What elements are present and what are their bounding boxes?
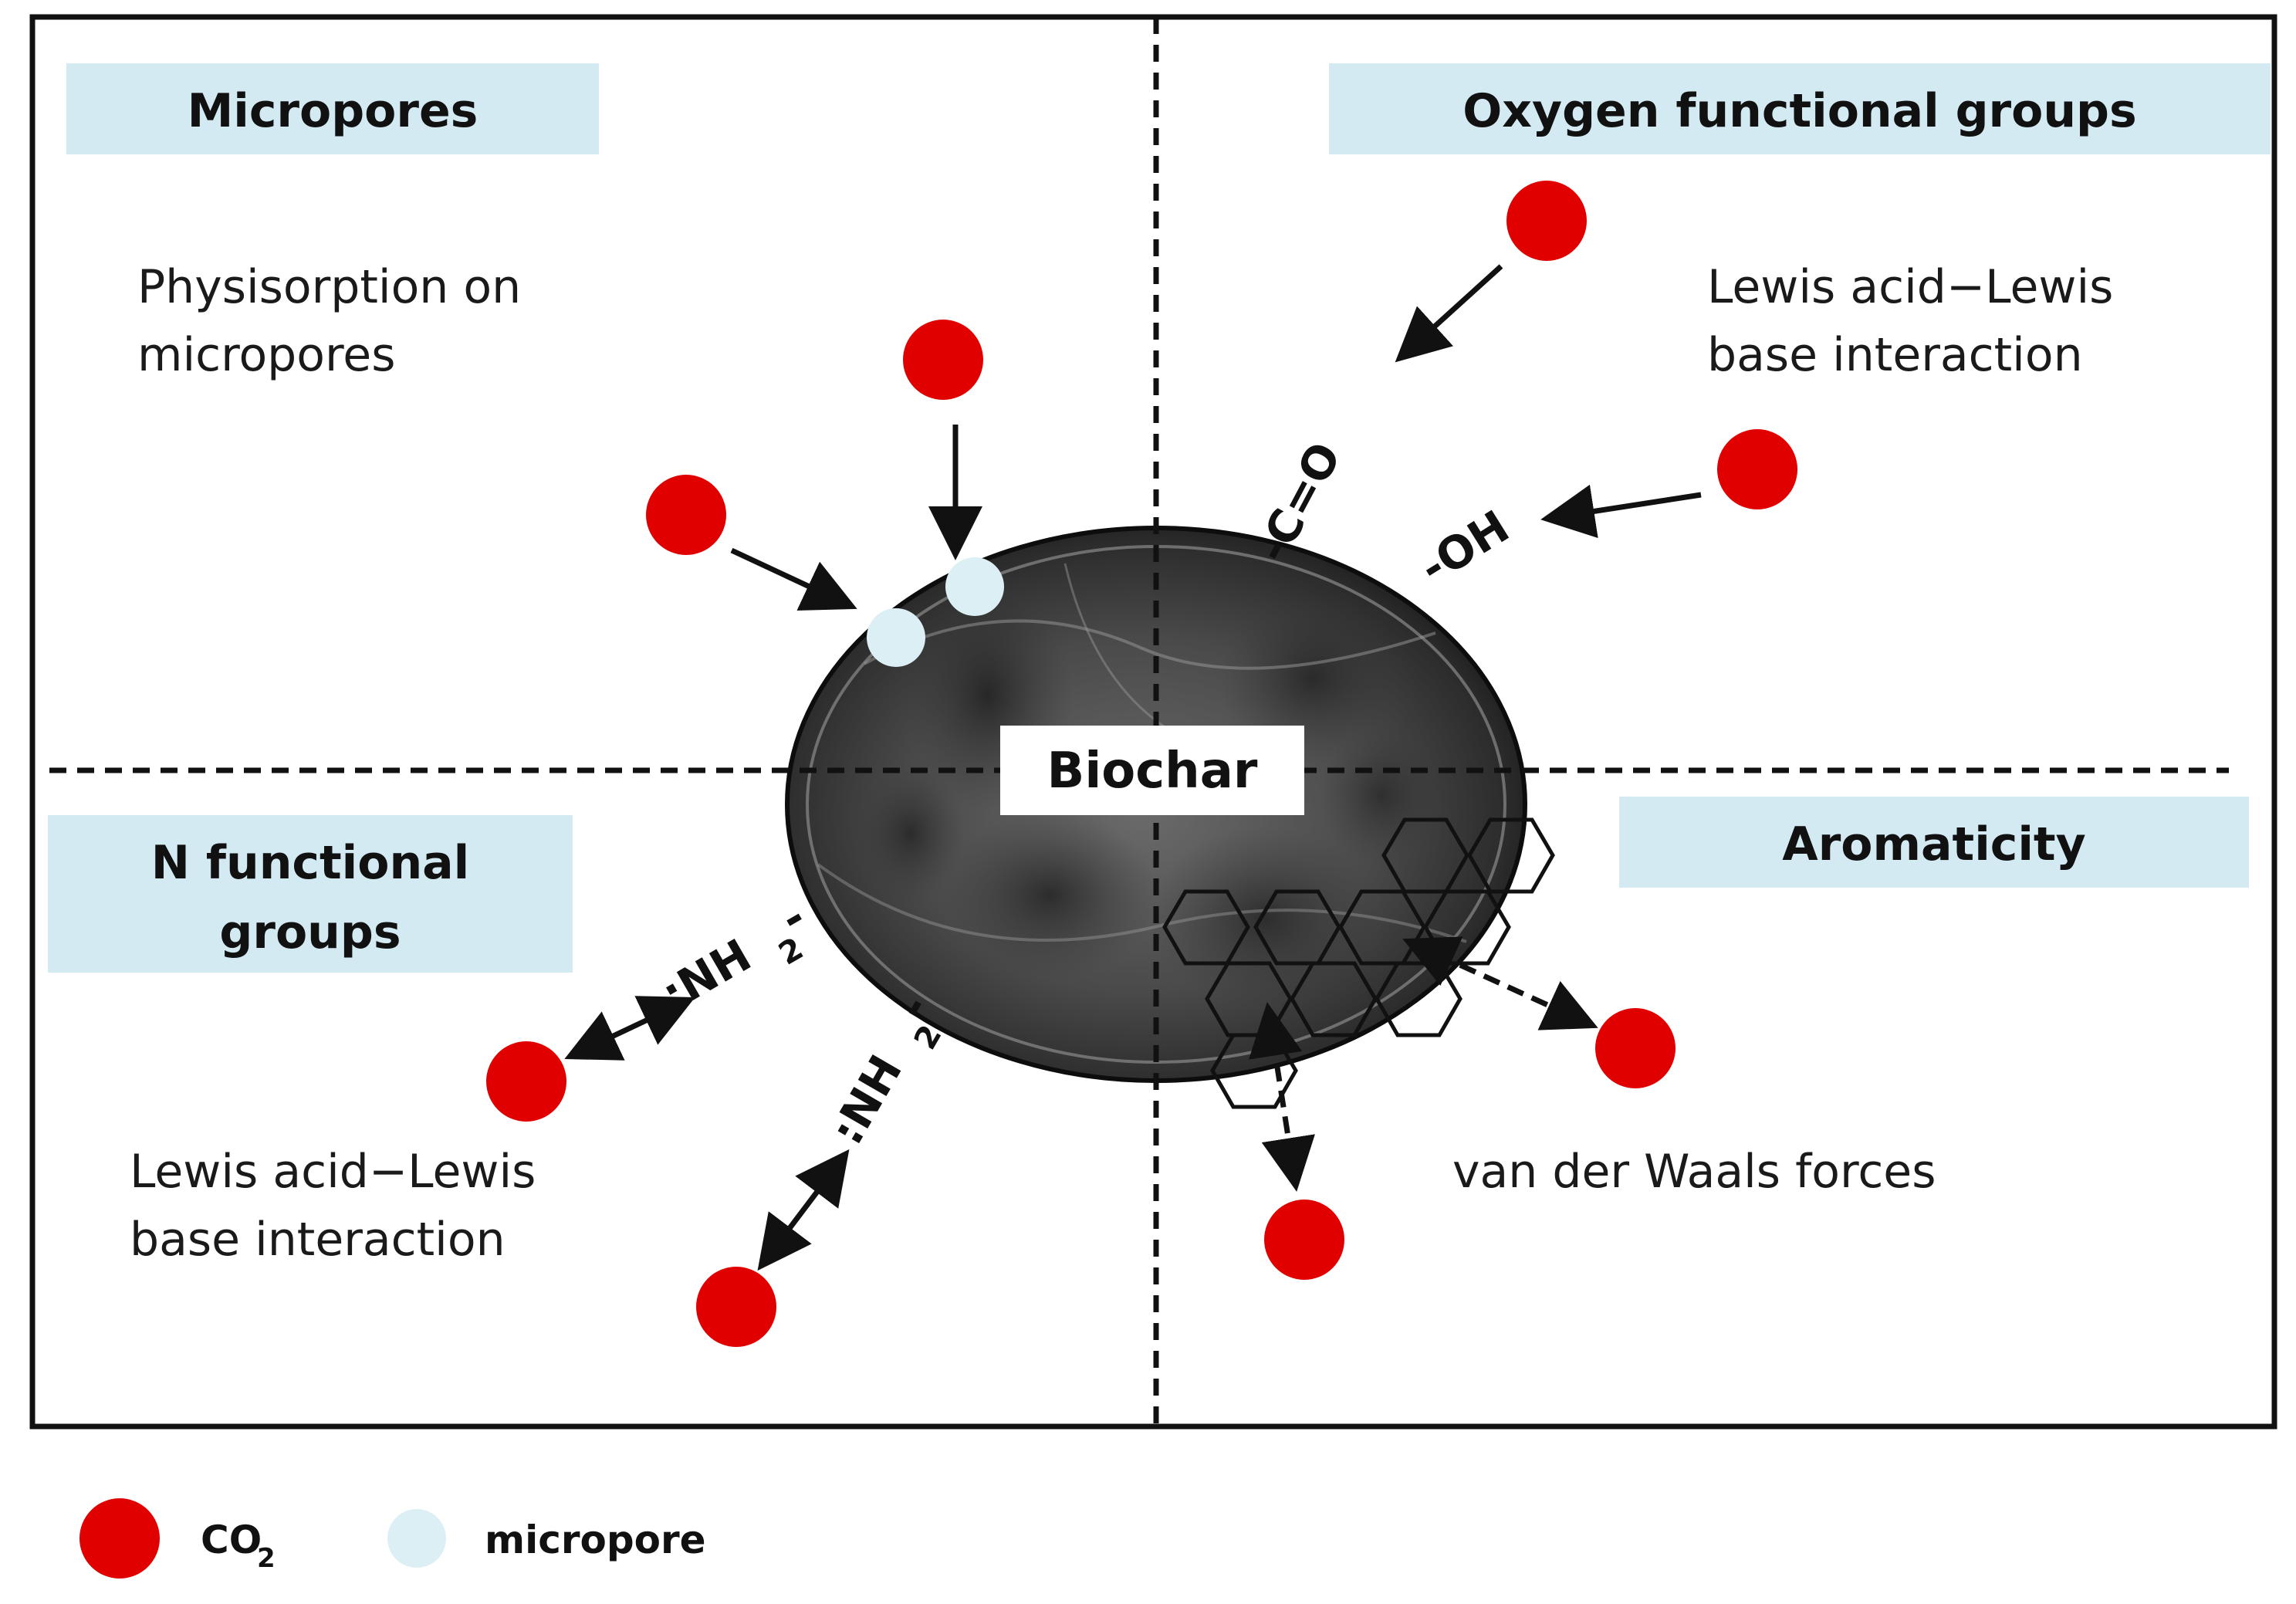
oxygen-header: Oxygen functional groups <box>1462 84 2136 138</box>
legend-micropore-swatch <box>387 1509 446 1568</box>
nitrogen-desc-line1: Lewis acid−Lewis <box>130 1145 536 1199</box>
arrow-co2-to-carbonyl <box>1395 264 1503 363</box>
aromaticity-header: Aromaticity <box>1782 817 2085 871</box>
legend: CO 2 micropore <box>79 1498 706 1579</box>
legend-co2-label: CO <box>201 1518 262 1562</box>
legend-co2-subscript: 2 <box>257 1543 276 1574</box>
arrow-co2-to-hydroxyl <box>1540 484 1702 539</box>
co2-molecule <box>486 1041 566 1122</box>
micropores-desc-line2: micropores <box>137 328 395 382</box>
co2-molecule <box>1717 429 1797 509</box>
oxygen-desc-line2: base interaction <box>1707 328 2083 382</box>
co2-molecule <box>1595 1008 1676 1088</box>
oxygen-header-box <box>1329 63 2271 154</box>
legend-micropore-label: micropore <box>485 1518 706 1562</box>
co2-molecule <box>1506 181 1587 261</box>
co2-molecule <box>1264 1200 1344 1280</box>
aromaticity-desc: van der Waals forces <box>1452 1145 1936 1199</box>
arrow-co2-amine-1 <box>564 996 695 1061</box>
micropore-1 <box>945 557 1004 616</box>
nitrogen-desc-line2: base interaction <box>130 1213 506 1267</box>
micropores-desc-line1: Physisorption on <box>137 260 521 314</box>
nitrogen-header-line1: N functional <box>151 836 469 890</box>
arrow-co2-aromatic-2 <box>1249 1002 1315 1192</box>
co2-molecule <box>903 320 983 400</box>
aromaticity-header-box <box>1619 797 2249 888</box>
co2-molecule <box>646 475 726 555</box>
nitrogen-header-box <box>48 815 573 973</box>
micropores-header: Micropores <box>188 84 478 138</box>
co2-molecule <box>696 1267 776 1347</box>
oxygen-desc-line1: Lewis acid−Lewis <box>1707 260 2113 314</box>
micropores-header-box <box>66 63 599 154</box>
nitrogen-header-line2: groups <box>219 905 401 959</box>
legend-co2-swatch <box>79 1498 160 1579</box>
biochar-label-box <box>1000 726 1304 815</box>
arrow-co2-to-micropore-2 <box>730 547 857 611</box>
micropore-2 <box>867 608 925 667</box>
arrow-co2-amine-2 <box>757 1149 850 1271</box>
biochar-label: Biochar <box>1047 743 1258 800</box>
arrow-co2-aromatic-1 <box>1402 936 1598 1030</box>
